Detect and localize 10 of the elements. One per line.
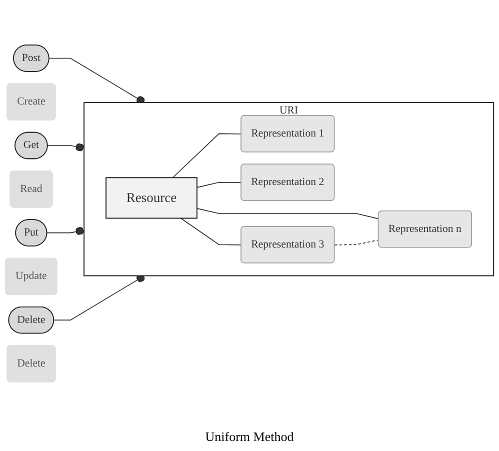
connector bbox=[48, 58, 145, 104]
connector bbox=[196, 182, 242, 188]
connector bbox=[46, 226, 84, 236]
connector bbox=[180, 218, 242, 246]
node-box: Resource bbox=[106, 177, 198, 219]
caption-text: Uniform Method bbox=[205, 429, 294, 445]
connector bbox=[334, 240, 379, 246]
connector bbox=[172, 133, 242, 178]
connector bbox=[46, 143, 84, 152]
connector bbox=[196, 208, 379, 220]
